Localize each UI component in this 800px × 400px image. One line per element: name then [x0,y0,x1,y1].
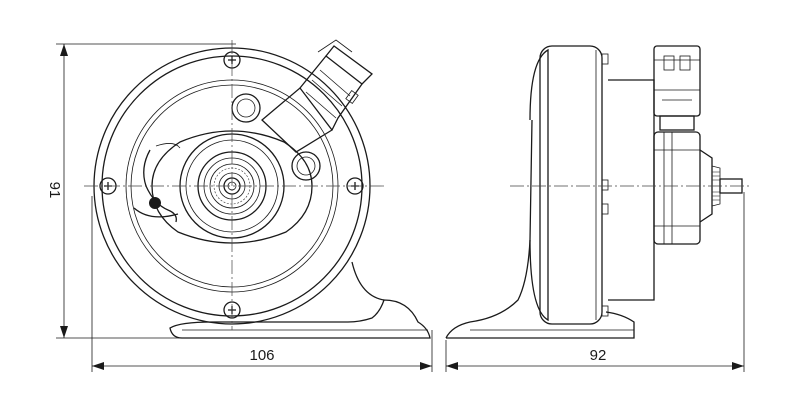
boss-upper [231,93,261,123]
boss-right [291,151,321,181]
side-bracket-foot [445,119,533,339]
housing-body [539,45,603,325]
side-width-dimension-label: 92 [590,347,607,364]
side-coil [653,131,701,245]
dimension-front-width: 106 [91,196,433,372]
dimension-side-width: 92 [445,192,745,372]
side-view [445,45,752,339]
front-width-dimension-label: 106 [249,347,274,364]
dimension-height: 91 [46,43,236,339]
front-view [84,39,431,339]
terminal-dot [149,197,161,209]
horn-housing [529,48,549,322]
side-connector [653,45,701,131]
terminal-connector [261,39,373,153]
height-dimension-label: 91 [46,182,63,199]
wire-loop [133,143,181,223]
